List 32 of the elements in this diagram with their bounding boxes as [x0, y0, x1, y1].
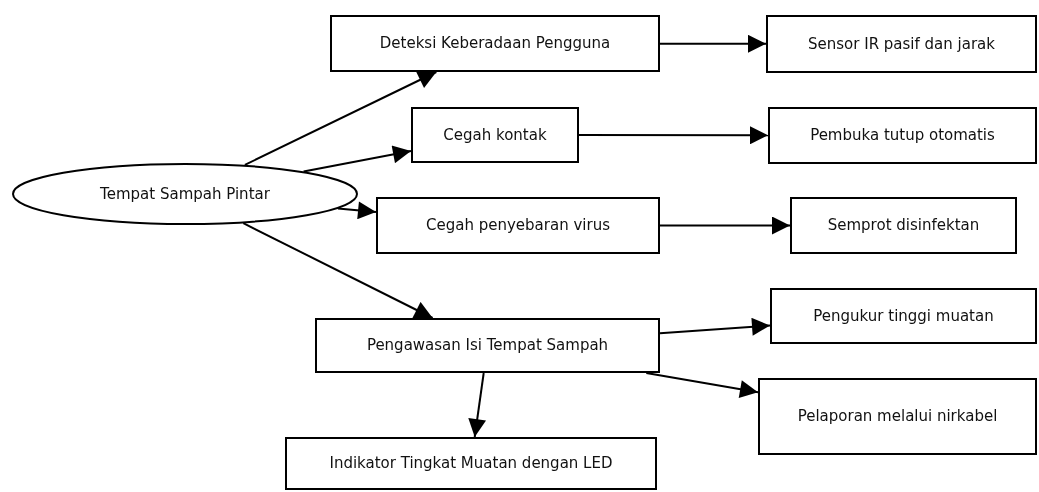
arrow — [659, 34, 767, 53]
arrow — [659, 317, 771, 336]
arrow — [243, 71, 438, 166]
arrow — [578, 126, 769, 145]
process-box — [758, 378, 1037, 455]
node-label: Tempat Sampah Pintar — [100, 183, 270, 205]
process-box — [330, 15, 660, 72]
node-label: Indikator Tingkat Muatan dengan LED — [329, 453, 613, 474]
arrow — [468, 372, 487, 438]
node-label: Deteksi Keberadaan Pengguna — [379, 33, 611, 54]
node-label: Cegah kontak — [443, 124, 547, 146]
node-label: Cegah penyebaran virus — [426, 215, 610, 236]
process-box — [411, 107, 579, 163]
node-label: Pembuka tutup otomatis — [810, 125, 995, 146]
arrow — [659, 216, 791, 235]
arrow — [302, 145, 412, 173]
node-label: Semprot disinfektan — [827, 215, 980, 236]
ellipse-node — [12, 163, 358, 225]
node-label: Pelaporan melalui nirkabel — [797, 406, 998, 427]
node-label: Pengukur tinggi muatan — [813, 305, 994, 327]
process-box — [315, 318, 660, 373]
process-box — [285, 437, 657, 490]
node-label: Pengawasan Isi Tempat Sampah — [366, 335, 609, 356]
process-box — [376, 197, 660, 254]
process-box — [766, 15, 1037, 73]
arrow — [337, 201, 377, 220]
arrow — [645, 372, 759, 399]
process-box — [770, 288, 1037, 344]
process-box — [768, 107, 1037, 164]
arrow — [242, 222, 434, 319]
process-box — [790, 197, 1017, 254]
node-label: Sensor IR pasif dan jarak — [808, 33, 995, 55]
